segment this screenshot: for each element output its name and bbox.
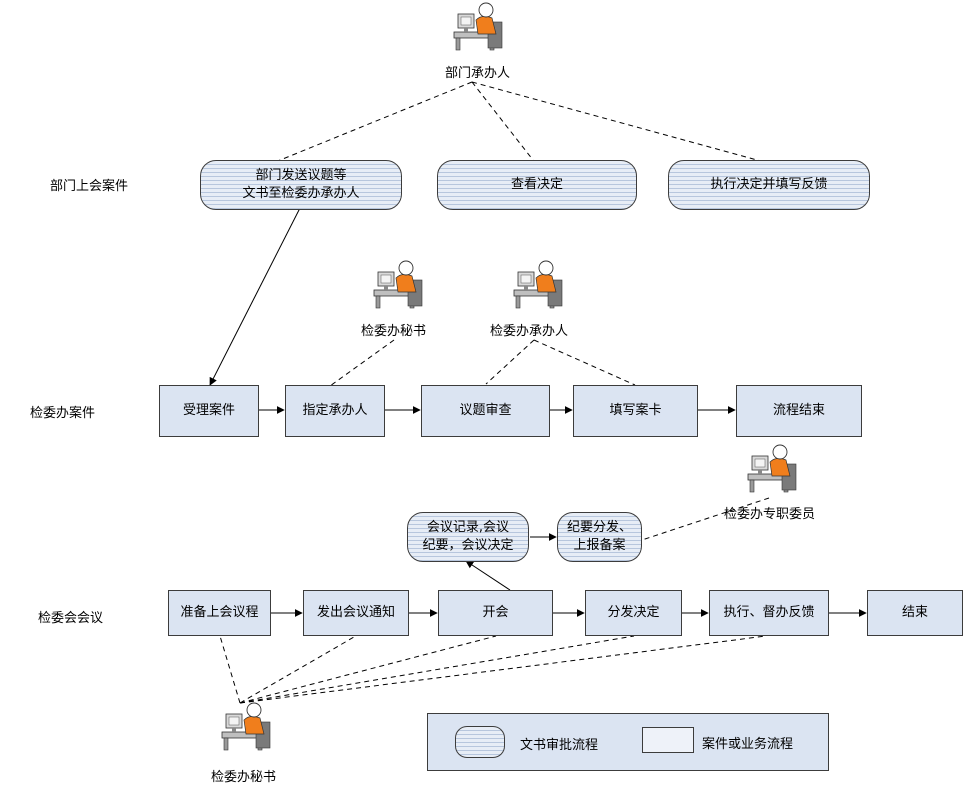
office-secretary-icon xyxy=(373,260,423,309)
office-member-icon xyxy=(747,444,797,493)
lane-label-dept: 部门上会案件 xyxy=(50,179,129,194)
dept-handler-links xyxy=(267,81,769,166)
doc-minutes[interactable]: 会议记录,会议 纪要，会议决定 xyxy=(407,512,529,562)
legend-doc-swatch xyxy=(455,726,505,758)
office-actor-links xyxy=(329,339,770,541)
doc-view-decision[interactable]: 查看决定 xyxy=(437,160,637,210)
dept-handler-icon xyxy=(453,2,503,51)
flow-end[interactable]: 结束 xyxy=(867,590,963,636)
flow-send-notice[interactable]: 发出会议通知 xyxy=(303,590,409,636)
flow-fill-card[interactable]: 填写案卡 xyxy=(573,385,698,437)
doc-distribute-minutes[interactable]: 纪要分发、 上报备案 xyxy=(557,512,642,562)
lane-label-office: 检委办案件 xyxy=(30,406,96,421)
legend-business-label: 案件或业务流程 xyxy=(702,737,794,752)
flow-distribute-decision[interactable]: 分发决定 xyxy=(585,590,682,636)
meeting-flow-arrows xyxy=(271,533,867,617)
doc-execute-feedback[interactable]: 执行决定并填写反馈 xyxy=(668,160,870,210)
actor-office-secretary: 检委办秘书 xyxy=(361,324,427,339)
actor-office-member: 检委办专职委员 xyxy=(724,507,816,522)
flow-prepare-agenda[interactable]: 准备上会议程 xyxy=(168,590,271,636)
doc-send-docs[interactable]: 部门发送议题等 文书至检委办承办人 xyxy=(200,160,402,210)
send-to-accept-arrow xyxy=(209,207,301,386)
legend xyxy=(427,713,829,771)
flow-topic-review[interactable]: 议题审查 xyxy=(421,385,550,437)
flow-accept-case[interactable]: 受理案件 xyxy=(159,385,259,437)
actor-office-handler: 检委办承办人 xyxy=(490,324,569,339)
meeting-secretary-icon xyxy=(221,702,271,751)
legend-doc-label: 文书审批流程 xyxy=(520,738,599,753)
lane-label-meeting: 检委会会议 xyxy=(38,611,104,626)
actor-dept-handler: 部门承办人 xyxy=(445,66,511,81)
meeting-secretary-links xyxy=(219,635,767,704)
flow-execute-supervise[interactable]: 执行、督办反馈 xyxy=(709,590,829,636)
legend-business-swatch xyxy=(642,727,694,753)
flow-process-end[interactable]: 流程结束 xyxy=(736,385,862,437)
actor-meeting-secretary: 检委办秘书 xyxy=(211,770,277,785)
flow-assign-handler[interactable]: 指定承办人 xyxy=(285,385,385,437)
office-handler-icon xyxy=(513,260,563,309)
flow-hold-meeting[interactable]: 开会 xyxy=(438,590,553,636)
